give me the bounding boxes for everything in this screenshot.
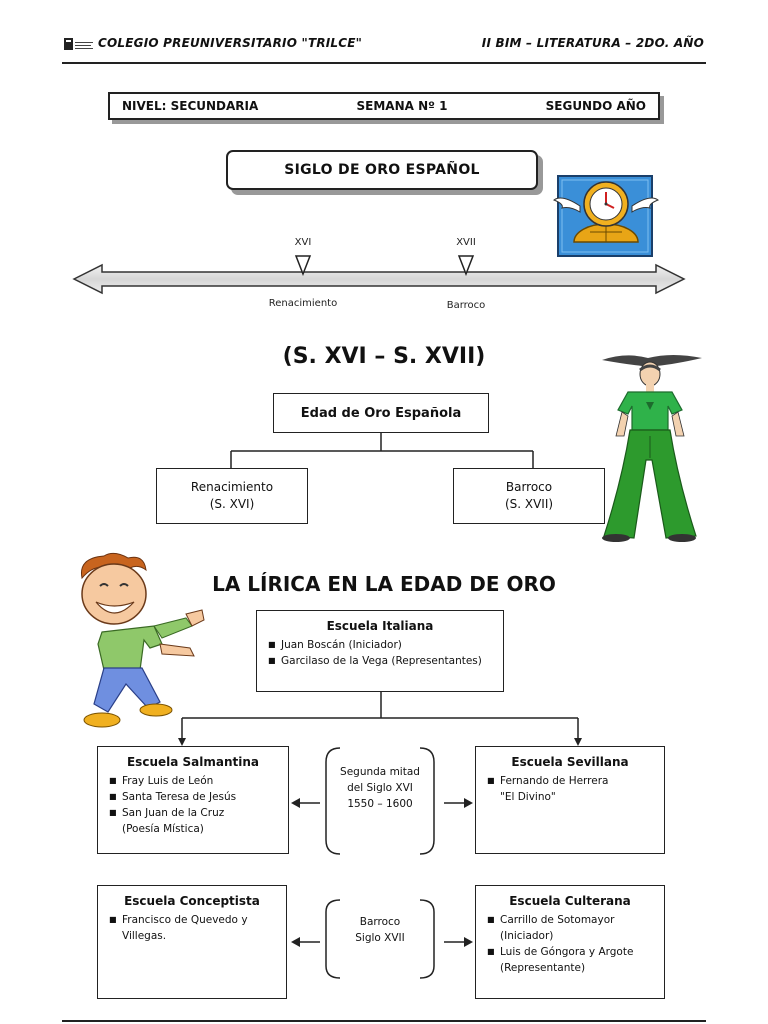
escuela-sevillana-box: Escuela Sevillana ■Fernando de Herrera "… — [475, 746, 665, 854]
escuela-sevillana-title: Escuela Sevillana — [511, 755, 629, 769]
italiana-connector — [178, 692, 588, 748]
nivel-label: NIVEL: SECUNDARIA — [122, 99, 259, 113]
escuela-salmantina-box: Escuela Salmantina ■Fray Luis de León ■S… — [97, 746, 289, 854]
bracket-right-2 — [418, 898, 438, 980]
list-item: ■Francisco de Quevedo y — [109, 914, 248, 926]
course-name: II BIM – LITERATURA – 2DO. AÑO — [481, 36, 704, 50]
timeline-marker-xvi — [294, 254, 312, 277]
list-item: ■San Juan de la Cruz — [109, 807, 225, 819]
barroco-box: Barroco (S. XVII) — [453, 468, 605, 524]
list-item: ■Fernando de Herrera — [487, 775, 609, 787]
arrow-right-1 — [442, 795, 474, 809]
escuela-conceptista-list: ■Francisco de Quevedo y Villegas. — [108, 912, 276, 944]
footer-divider — [62, 1020, 706, 1022]
middle-2-line2: Siglo XVII — [355, 932, 405, 944]
list-item: ■Garcilaso de la Vega (Representantes) — [268, 655, 482, 667]
period-label-barroco: Barroco — [446, 300, 486, 311]
arrow-right-2 — [442, 934, 474, 948]
header-divider — [62, 62, 706, 64]
escuela-salmantina-list: ■Fray Luis de León ■Santa Teresa de Jesú… — [108, 773, 278, 837]
school-logo — [64, 36, 94, 52]
period-label-renacimiento: Renacimiento — [268, 298, 338, 309]
grado-label: SEGUNDO AÑO — [545, 99, 646, 113]
page-title: SIGLO DE ORO ESPAÑOL — [226, 150, 538, 190]
arrow-left-1 — [290, 795, 322, 809]
barroco-name: Barroco — [505, 480, 553, 494]
list-item: Villegas. — [122, 930, 167, 942]
escuela-culterana-title: Escuela Culterana — [509, 894, 631, 908]
school-name: COLEGIO PREUNIVERSITARIO "TRILCE" — [98, 36, 363, 50]
barroco-range: (S. XVII) — [504, 497, 554, 511]
list-item: "El Divino" — [500, 791, 556, 803]
middle-2-line1: Barroco — [359, 916, 401, 928]
escuela-italiana-box: Escuela Italiana ■Juan Boscán (Iniciador… — [256, 610, 504, 692]
standing-person-clipart — [596, 350, 706, 546]
escuela-italiana-title: Escuela Italiana — [326, 619, 434, 633]
edad-oro-box: Edad de Oro Española — [273, 393, 489, 433]
semana-label: SEMANA Nº 1 — [356, 99, 448, 113]
bracket-left-2 — [322, 898, 342, 980]
bracket-left-1 — [322, 746, 342, 856]
escuela-italiana-list: ■Juan Boscán (Iniciador) ■Garcilaso de l… — [267, 637, 493, 669]
escuela-culterana-list: ■Carrillo de Sotomayor (Iniciador) ■Luis… — [486, 912, 654, 976]
renacimiento-box: Renacimiento (S. XVI) — [156, 468, 308, 524]
century-label-xvi: XVI — [294, 237, 312, 248]
list-item: (Representante) — [500, 962, 586, 974]
info-bar: NIVEL: SECUNDARIA SEMANA Nº 1 SEGUNDO AÑ… — [108, 92, 660, 120]
escuela-culterana-box: Escuela Culterana ■Carrillo de Sotomayor… — [475, 885, 665, 999]
list-item: ■Luis de Góngora y Argote — [487, 946, 634, 958]
escuela-conceptista-box: Escuela Conceptista ■Francisco de Queved… — [97, 885, 287, 999]
timeline-arrow — [72, 262, 686, 296]
edad-oro-label: Edad de Oro Española — [300, 405, 462, 421]
list-item: (Iniciador) — [500, 930, 554, 942]
list-item: ■Santa Teresa de Jesús — [109, 791, 237, 803]
bracket-right-1 — [418, 746, 438, 856]
timeline-marker-xvii — [457, 254, 475, 277]
list-item: ■Fray Luis de León — [109, 775, 214, 787]
renacimiento-name: Renacimiento — [190, 480, 274, 494]
list-item: (Poesía Mística) — [122, 823, 204, 835]
arrow-left-2 — [290, 934, 322, 948]
list-item: ■Carrillo de Sotomayor — [487, 914, 615, 926]
period-title: (S. XVI – S. XVII) — [282, 344, 486, 369]
middle-1-line3: 1550 – 1600 — [347, 798, 413, 810]
page-title-text: SIGLO DE ORO ESPAÑOL — [284, 162, 480, 178]
escuela-sevillana-list: ■Fernando de Herrera "El Divino" — [486, 773, 654, 805]
lirica-title: LA LÍRICA EN LA EDAD DE ORO — [212, 572, 556, 596]
century-label-xvii: XVII — [456, 237, 476, 248]
happy-kid-clipart — [74, 552, 214, 732]
list-item: ■Juan Boscán (Iniciador) — [268, 639, 402, 651]
middle-period-1: Segunda mitad del Siglo XVI 1550 – 1600 — [335, 764, 425, 812]
middle-period-2: Barroco Siglo XVII — [335, 914, 425, 946]
renacimiento-range: (S. XVI) — [209, 497, 255, 511]
diagram-connector — [230, 432, 534, 470]
middle-1-line2: del Siglo XVI — [347, 782, 413, 794]
escuela-salmantina-title: Escuela Salmantina — [126, 755, 259, 769]
middle-1-line1: Segunda mitad — [340, 766, 420, 778]
escuela-conceptista-title: Escuela Conceptista — [124, 894, 260, 908]
winged-clock-clipart — [552, 172, 660, 260]
